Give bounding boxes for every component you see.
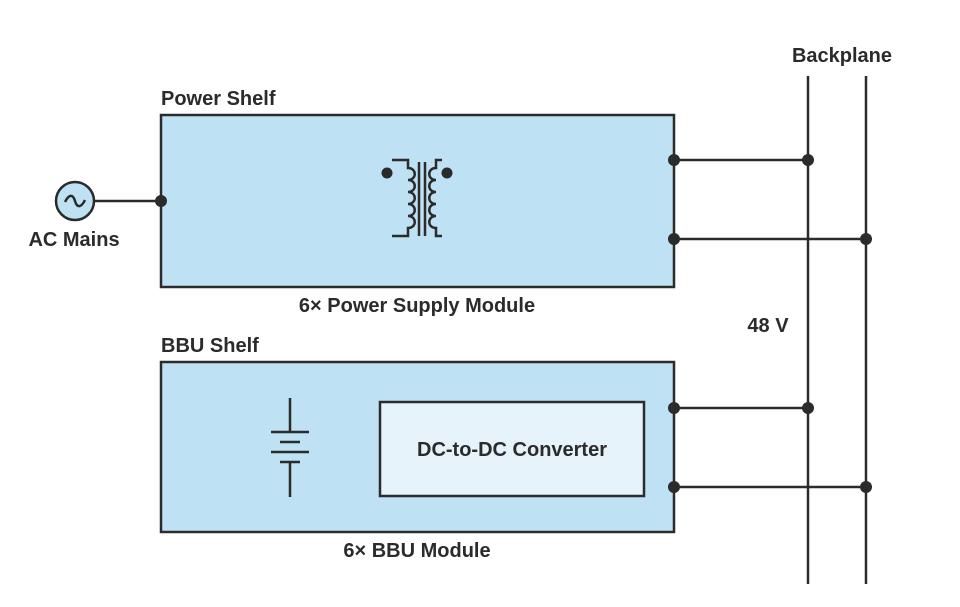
backplane-node-3 — [802, 402, 814, 414]
bbu-output-node-2 — [668, 481, 680, 493]
power-output-node-2 — [668, 233, 680, 245]
bbu-shelf-title: BBU Shelf — [161, 335, 259, 357]
power-shelf-caption: 6× Power Supply Module — [299, 295, 535, 317]
ac-source-icon — [54, 180, 96, 222]
transformer-icon — [381, 158, 453, 238]
ac-mains-label: AC Mains — [28, 229, 119, 251]
backplane-node-2 — [860, 233, 872, 245]
voltage-label: 48 V — [747, 315, 789, 337]
power-output-node-1 — [668, 154, 680, 166]
dc-dc-converter-label: DC-to-DC Converter — [417, 439, 607, 461]
ac-input-node — [155, 195, 167, 207]
battery-icon — [271, 398, 309, 497]
backplane-node-1 — [802, 154, 814, 166]
backplane-label: Backplane — [792, 45, 892, 67]
power-shelf-box — [159, 113, 676, 289]
dc-dc-converter-box — [378, 400, 646, 498]
bbu-shelf-caption: 6× BBU Module — [343, 540, 490, 562]
backplane-node-4 — [860, 481, 872, 493]
bbu-output-node-1 — [668, 402, 680, 414]
power-shelf-title: Power Shelf — [161, 88, 276, 110]
